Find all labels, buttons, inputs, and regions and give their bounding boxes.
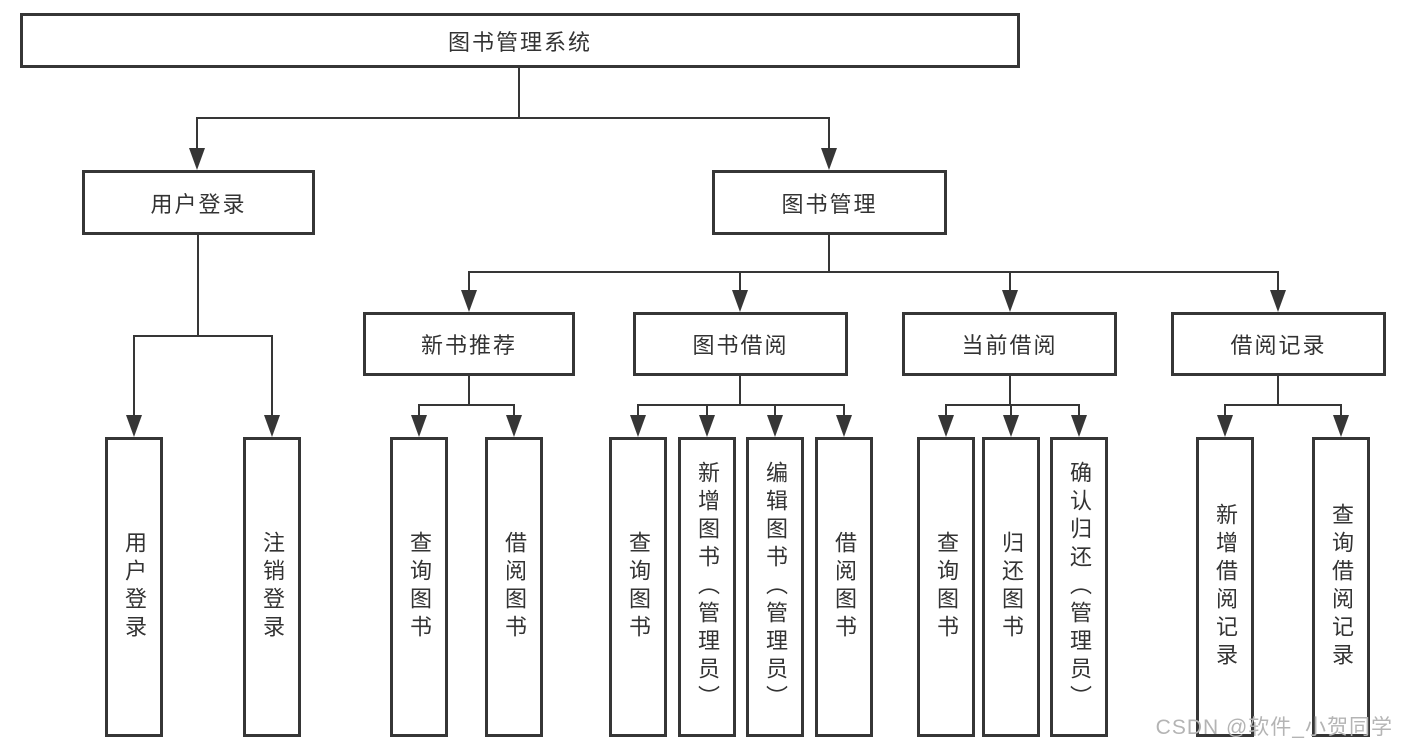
node-leaf-logout: 注销登录 <box>243 437 301 737</box>
node-root: 图书管理系统 <box>20 13 1020 68</box>
arrowhead-icon <box>699 415 715 437</box>
csdn-watermark: CSDN @软件_小贺同学 <box>1155 716 1393 739</box>
node-label: 借阅图书 <box>832 531 857 643</box>
arrowhead-icon <box>1003 415 1019 437</box>
arrowhead-icon <box>1002 290 1018 312</box>
connector-line <box>1009 271 1011 292</box>
connector-line <box>418 404 515 406</box>
arrowhead-icon <box>1217 415 1233 437</box>
arrowhead-icon <box>821 148 837 170</box>
node-leaf-borrow-books: 借阅图书 <box>815 437 873 737</box>
node-label: 当前借阅 <box>961 333 1058 358</box>
node-label: 用户登录 <box>150 191 247 217</box>
connector-line <box>271 335 273 417</box>
node-label: 借阅图书 <box>502 531 527 643</box>
connector-line <box>1277 375 1279 406</box>
arrowhead-icon <box>767 415 783 437</box>
node-label: 新增借阅记录 <box>1213 503 1238 671</box>
connector-line <box>774 404 776 418</box>
connector-line <box>739 271 741 292</box>
node-label: 归还图书 <box>999 531 1024 643</box>
node-leaf-query-books: 查询图书 <box>390 437 448 737</box>
node-label: 编辑图书（管理员） <box>763 461 788 713</box>
node-book-management: 图书管理 <box>712 170 947 235</box>
connector-line <box>518 68 520 118</box>
arrowhead-icon <box>189 148 205 170</box>
connector-line <box>945 404 947 418</box>
node-root-label: 图书管理系统 <box>447 29 592 55</box>
arrowhead-icon <box>630 415 646 437</box>
connector-line <box>828 117 830 152</box>
connector-line <box>843 404 845 418</box>
node-leaf-add-borrow-record: 新增借阅记录 <box>1196 437 1254 737</box>
node-label: 借阅记录 <box>1230 333 1327 358</box>
connector-line <box>513 404 515 418</box>
node-label: 用户登录 <box>122 531 147 643</box>
node-leaf-confirm-return-admin: 确认归还（管理员） <box>1050 437 1108 737</box>
node-leaf-user-login: 用户登录 <box>105 437 163 737</box>
connector-line <box>637 404 639 418</box>
connector-line <box>1340 404 1342 418</box>
node-label: 新增图书（管理员） <box>695 461 720 713</box>
arrowhead-icon <box>264 415 280 437</box>
node-label: 图书管理 <box>781 191 878 217</box>
node-label: 确认归还（管理员） <box>1067 461 1092 713</box>
node-label: 查询图书 <box>934 531 959 643</box>
connector-line <box>196 117 830 119</box>
node-label: 查询图书 <box>626 531 651 643</box>
node-label: 查询借阅记录 <box>1329 503 1354 671</box>
arrowhead-icon <box>1270 290 1286 312</box>
arrowhead-icon <box>836 415 852 437</box>
connector-line <box>468 375 470 406</box>
arrowhead-icon <box>938 415 954 437</box>
connector-line <box>468 271 1279 273</box>
node-label: 图书借阅 <box>692 333 789 358</box>
connector-line <box>945 404 1080 406</box>
node-label: 查询图书 <box>407 531 432 643</box>
arrowhead-icon <box>732 290 748 312</box>
arrowhead-icon <box>126 415 142 437</box>
node-leaf-query-books: 查询图书 <box>609 437 667 737</box>
arrowhead-icon <box>461 290 477 312</box>
node-current-borrowing: 当前借阅 <box>902 312 1117 376</box>
connector-line <box>828 235 830 273</box>
node-leaf-query-borrow-record: 查询借阅记录 <box>1312 437 1370 737</box>
connector-line <box>133 335 273 337</box>
node-user-login-group: 用户登录 <box>82 170 315 235</box>
node-leaf-edit-books-admin: 编辑图书（管理员） <box>746 437 804 737</box>
connector-line <box>196 117 198 152</box>
arrowhead-icon <box>1333 415 1349 437</box>
node-leaf-add-books-admin: 新增图书（管理员） <box>678 437 736 737</box>
connector-line <box>197 234 199 336</box>
connector-line <box>1224 404 1226 418</box>
connector-line <box>739 375 741 406</box>
node-borrowing-records: 借阅记录 <box>1171 312 1386 376</box>
connector-line <box>637 404 845 406</box>
connector-line <box>1224 404 1342 406</box>
connector-line <box>418 404 420 418</box>
connector-line <box>468 271 470 292</box>
connector-line <box>1009 375 1011 406</box>
node-leaf-borrow-books: 借阅图书 <box>485 437 543 737</box>
node-leaf-query-books: 查询图书 <box>917 437 975 737</box>
node-new-book-recommend: 新书推荐 <box>363 312 575 376</box>
connector-line <box>1078 404 1080 418</box>
connector-line <box>1010 404 1012 418</box>
node-label: 注销登录 <box>260 531 285 643</box>
arrowhead-icon <box>411 415 427 437</box>
connector-line <box>706 404 708 418</box>
node-leaf-return-books: 归还图书 <box>982 437 1040 737</box>
arrowhead-icon <box>506 415 522 437</box>
arrowhead-icon <box>1071 415 1087 437</box>
connector-line <box>133 335 135 417</box>
connector-line <box>1277 271 1279 292</box>
node-label: 新书推荐 <box>420 333 517 358</box>
node-book-borrowing: 图书借阅 <box>633 312 848 376</box>
